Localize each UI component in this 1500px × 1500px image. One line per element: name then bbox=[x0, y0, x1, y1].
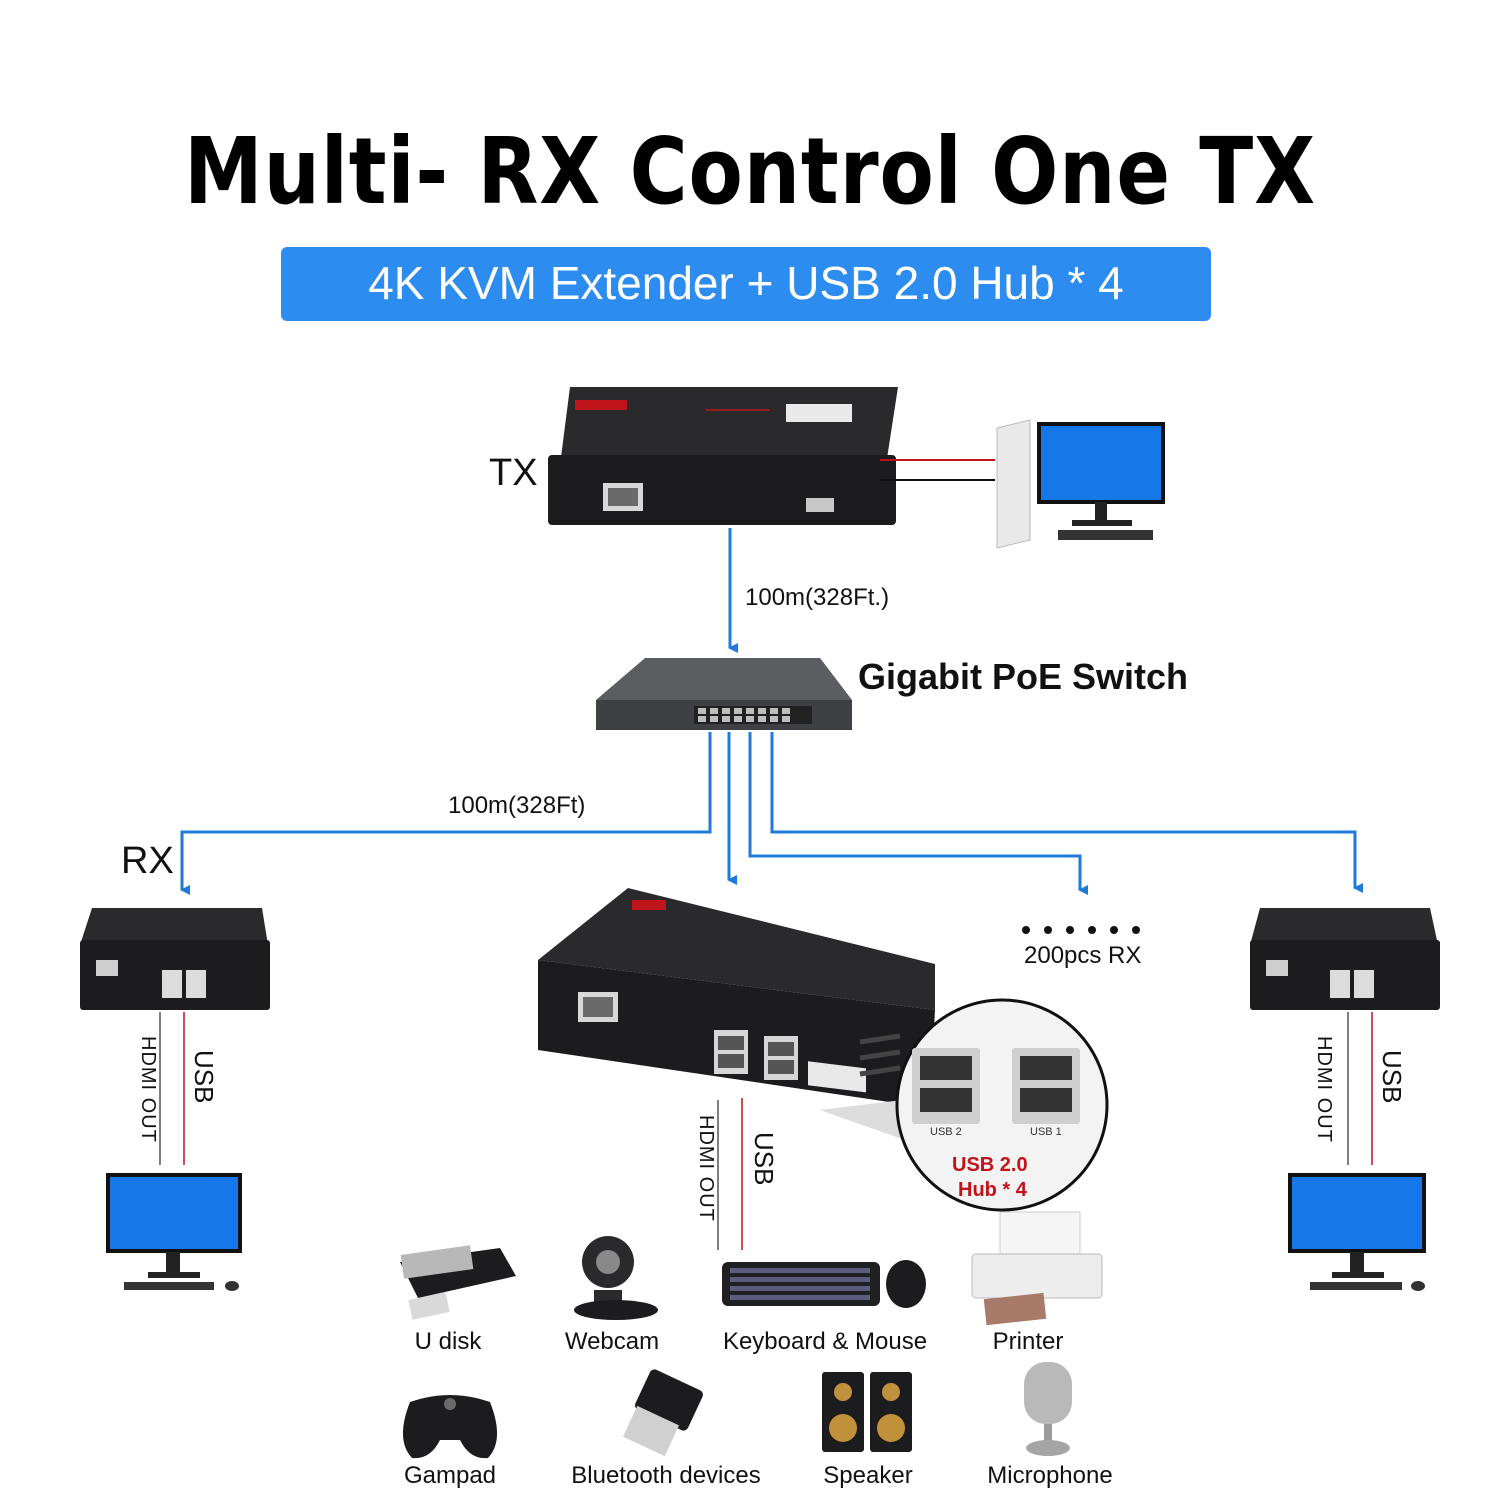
usb2-port-label: USB 2 bbox=[930, 1126, 962, 1138]
monitor-right-icon bbox=[1288, 1173, 1426, 1291]
usb1-port-label: USB 1 bbox=[1030, 1126, 1062, 1138]
hub-callout-line2: Hub * 4 bbox=[958, 1179, 1027, 1201]
subtitle: 4K KVM Extender + USB 2.0 Hub * 4 bbox=[368, 257, 1124, 309]
usb-hub-zoom-callout bbox=[820, 998, 1109, 1212]
rx-extender-right bbox=[1250, 908, 1440, 1010]
microphone-icon bbox=[1024, 1362, 1072, 1456]
rx-label: RX bbox=[121, 840, 174, 882]
device-label-bluetooth: Bluetooth devices bbox=[571, 1462, 761, 1489]
usb-label-right: USB bbox=[1377, 1050, 1407, 1104]
speaker-icon bbox=[822, 1372, 912, 1452]
page-title: Multi- RX Control One TX bbox=[183, 118, 1317, 225]
distance-label-bottom: 100m(328Ft) bbox=[448, 792, 586, 819]
keyboard-mouse-icon bbox=[722, 1260, 926, 1308]
switch-label: Gigabit PoE Switch bbox=[858, 656, 1189, 697]
distance-label-top: 100m(328Ft.) bbox=[745, 584, 890, 611]
device-label-gamepad: Gampad bbox=[403, 1462, 497, 1489]
usb-label-center: USB bbox=[749, 1132, 779, 1186]
hdmi-out-label-left: HDMI OUT bbox=[137, 1036, 159, 1143]
tx-label: TX bbox=[489, 452, 538, 494]
device-label-keyboard-mouse: Keyboard & Mouse bbox=[722, 1328, 928, 1355]
gamepad-icon bbox=[402, 1395, 498, 1459]
rx-extender-left bbox=[80, 908, 270, 1010]
usb-flash-drive-icon bbox=[400, 1245, 516, 1320]
rx-extender-center bbox=[538, 888, 935, 1108]
webcam-icon bbox=[574, 1236, 658, 1320]
hdmi-out-label-center: HDMI OUT bbox=[695, 1115, 717, 1222]
hub-callout-line1: USB 2.0 bbox=[952, 1154, 1028, 1176]
device-label-speaker: Speaker bbox=[823, 1462, 913, 1489]
device-label-webcam: Webcam bbox=[564, 1328, 660, 1355]
device-label-microphone: Microphone bbox=[987, 1462, 1113, 1489]
monitor-left-icon bbox=[106, 1173, 242, 1291]
subtitle-banner bbox=[281, 247, 1211, 321]
more-rx-label: 200pcs RX bbox=[1024, 942, 1142, 969]
usb-label-left: USB bbox=[189, 1050, 219, 1104]
desktop-pc-icon bbox=[996, 419, 1165, 549]
tx-extender-device bbox=[548, 387, 898, 525]
more-receivers-dots bbox=[1022, 926, 1140, 934]
hdmi-out-label-right: HDMI OUT bbox=[1313, 1036, 1335, 1143]
bluetooth-dongle-icon bbox=[622, 1369, 703, 1457]
printer-icon bbox=[971, 1211, 1103, 1326]
poe-switch-device bbox=[596, 658, 852, 730]
device-label-printer: Printer bbox=[992, 1328, 1064, 1355]
device-label-udisk: U disk bbox=[414, 1328, 482, 1355]
